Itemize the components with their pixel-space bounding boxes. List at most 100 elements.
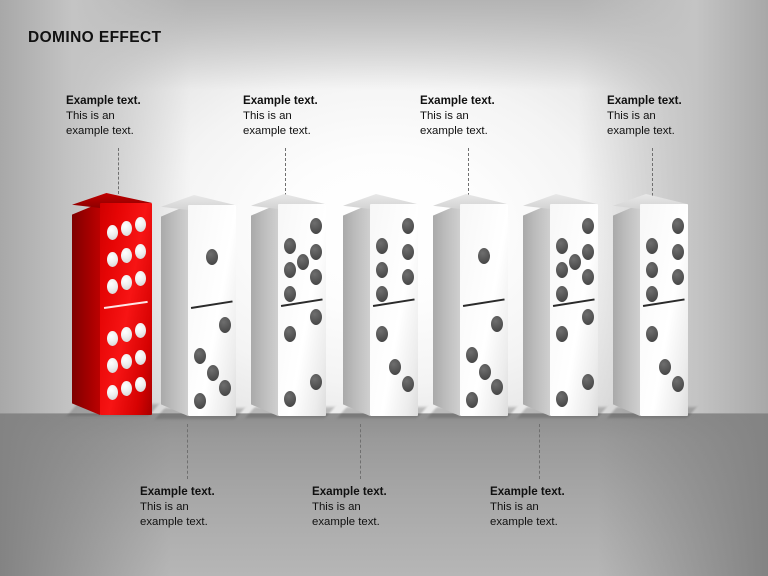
domino-1-pip [107,358,118,373]
callout-top-2-line1: This is an [243,110,292,123]
domino-4[interactable] [343,194,418,416]
domino-7[interactable] [613,194,688,416]
domino-4-pip [402,218,414,234]
callout-top-1-line2: example text. [66,124,134,137]
callout-bottom-3-heading: Example text. [490,485,565,498]
domino-4-pip [376,286,388,302]
domino-2-pip [219,317,231,333]
connector-top-4 [652,148,653,196]
domino-5-pip [491,379,503,395]
domino-5-pip [478,248,490,264]
domino-7-pip [672,269,684,285]
domino-7-pip [672,218,684,234]
callout-bottom-1: Example text. This is an example text. [140,485,290,529]
domino-1-pip [107,252,118,267]
callout-bottom-2: Example text. This is an example text. [312,485,462,529]
domino-1-pip [107,225,118,240]
callout-top-4: Example text. This is an example text. [607,94,757,138]
domino-7-pip [646,238,658,254]
connector-bottom-3 [539,424,540,479]
domino-1-side-face [72,203,100,415]
domino-1-pip [107,385,118,400]
domino-5-pip [491,316,503,332]
connector-top-3 [468,148,469,196]
domino-4-pip [402,376,414,392]
callout-bottom-1-heading: Example text. [140,485,215,498]
domino-2-pip [219,380,231,396]
domino-5[interactable] [433,194,508,416]
domino-2-side-face [161,205,188,416]
callout-top-2-heading: Example text. [243,94,318,107]
domino-1-pip [107,331,118,346]
domino-4-pip [389,359,401,375]
domino-6-pip [556,238,568,254]
callout-top-2: Example text. This is an example text. [243,94,393,138]
callout-bottom-1-line2: example text. [140,515,208,528]
floor-right-shade [598,414,768,576]
domino-6-pip [556,391,568,407]
domino-6-pip [582,269,594,285]
domino-7-pip [659,359,671,375]
domino-1-pip [135,323,146,338]
domino-5-side-face [433,204,460,416]
callout-top-3-line2: example text. [420,124,488,137]
domino-3[interactable] [251,194,326,416]
domino-7-pip [646,286,658,302]
domino-1-pip [121,354,132,369]
domino-3-pip [310,309,322,325]
floor-left-shade [0,414,170,576]
domino-3-pip [284,286,296,302]
callout-top-2-line2: example text. [243,124,311,137]
domino-3-pip [284,238,296,254]
callout-top-3: Example text. This is an example text. [420,94,570,138]
callout-top-1: Example text. This is an example text. [66,94,216,138]
domino-3-pip [284,391,296,407]
domino-3-pip [310,244,322,260]
domino-5-pip [466,347,478,363]
domino-3-pip [284,326,296,342]
domino-3-pip [297,254,309,270]
callout-bottom-3: Example text. This is an example text. [490,485,640,529]
domino-6-pip [556,286,568,302]
domino-2[interactable] [161,195,236,416]
domino-2-pip [194,393,206,409]
domino-1[interactable] [72,193,152,415]
domino-5-pip [479,364,491,380]
domino-1-pip [121,248,132,263]
connector-bottom-2 [360,424,361,479]
domino-4-pip [402,269,414,285]
domino-4-pip [376,238,388,254]
domino-6-pip [582,374,594,390]
callout-bottom-2-heading: Example text. [312,485,387,498]
domino-7-pip [672,376,684,392]
domino-6-pip [556,262,568,278]
callout-bottom-2-line2: example text. [312,515,380,528]
page-title: DOMINO EFFECT [28,29,162,46]
domino-1-pip [121,275,132,290]
domino-6-pip [569,254,581,270]
callout-top-4-line1: This is an [607,110,656,123]
domino-1-pip [135,271,146,286]
callout-top-3-line1: This is an [420,110,469,123]
domino-7-pip [646,326,658,342]
domino-4-pip [376,326,388,342]
connector-top-1 [118,148,119,194]
domino-6[interactable] [523,194,598,416]
domino-3-pip [310,218,322,234]
domino-1-pip [135,244,146,259]
callout-top-4-heading: Example text. [607,94,682,107]
callout-bottom-1-line1: This is an [140,501,189,514]
domino-3-pip [310,374,322,390]
domino-2-pip [207,365,219,381]
domino-1-pip [135,377,146,392]
domino-3-pip [310,269,322,285]
domino-5-pip [466,392,478,408]
connector-bottom-1 [187,424,188,479]
domino-4-pip [402,244,414,260]
domino-6-pip [556,326,568,342]
domino-7-pip [646,262,658,278]
domino-6-pip [582,218,594,234]
domino-4-side-face [343,204,370,416]
callout-top-4-line2: example text. [607,124,675,137]
domino-7-side-face [613,204,640,416]
